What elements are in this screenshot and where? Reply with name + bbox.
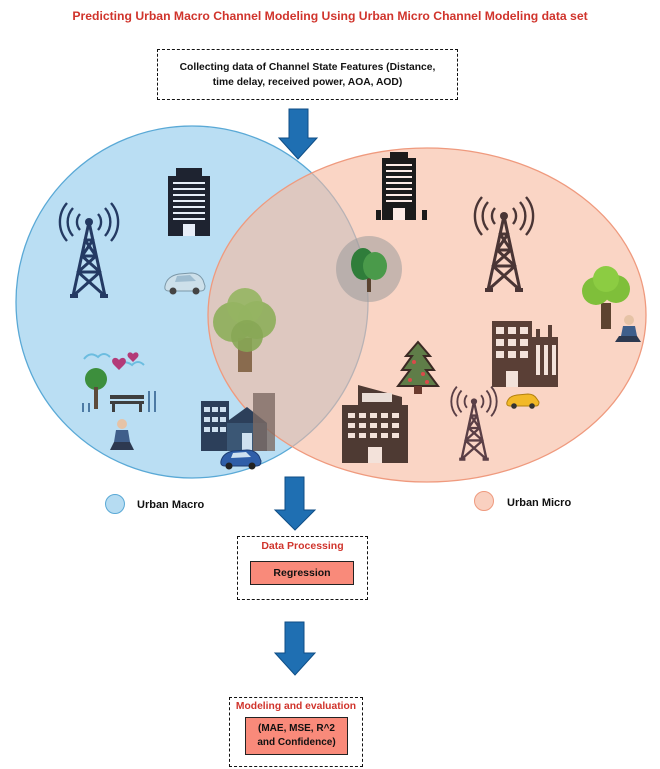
metrics-step: (MAE, MSE, R^2 and Confidence) [245,717,348,755]
hotel-icon [342,385,408,463]
office-building-icon [376,152,427,220]
data-processing-box: Data Processing Regression [237,536,368,600]
legend-urban-micro-label: Urban Micro [507,497,572,509]
person-sitting-icon [110,419,134,450]
heart-icon [112,352,139,370]
collection-text-line2: time delay, received power, AOA, AOD) [212,76,403,88]
car-icon [164,272,206,295]
taxi-icon [506,393,540,409]
tree-icon [351,248,387,292]
park-bench-icon [82,353,156,412]
car-icon [220,449,262,470]
down-arrow-icon [273,621,317,676]
down-arrow-icon [277,108,319,160]
office-building-icon [168,168,210,236]
legend-urban-macro-label: Urban Macro [137,499,205,511]
modeling-evaluation-title: Modeling and evaluation [235,701,357,712]
office-building-icon [201,393,275,451]
metrics-line2: and Confidence) [257,737,336,748]
legend-urban-macro-swatch [105,494,125,514]
diagram-title: Predicting Urban Macro Channel Modeling … [72,9,588,23]
christmas-tree-icon [396,340,440,394]
metrics-line1: (MAE, MSE, R^2 [258,723,335,734]
legend-urban-micro-swatch [474,491,494,511]
regression-step: Regression [250,561,354,585]
data-collection-box: Collecting data of Channel State Feature… [157,49,458,100]
modeling-evaluation-box: Modeling and evaluation (MAE, MSE, R^2 a… [229,697,363,767]
down-arrow-icon [273,476,317,531]
tree-icon [582,266,630,329]
data-processing-title: Data Processing [261,540,344,552]
person-sitting-icon [615,315,641,342]
collection-text-line1: Collecting data of Channel State Feature… [179,61,436,73]
tree-icon [213,288,276,372]
office-building-icon [492,321,558,387]
